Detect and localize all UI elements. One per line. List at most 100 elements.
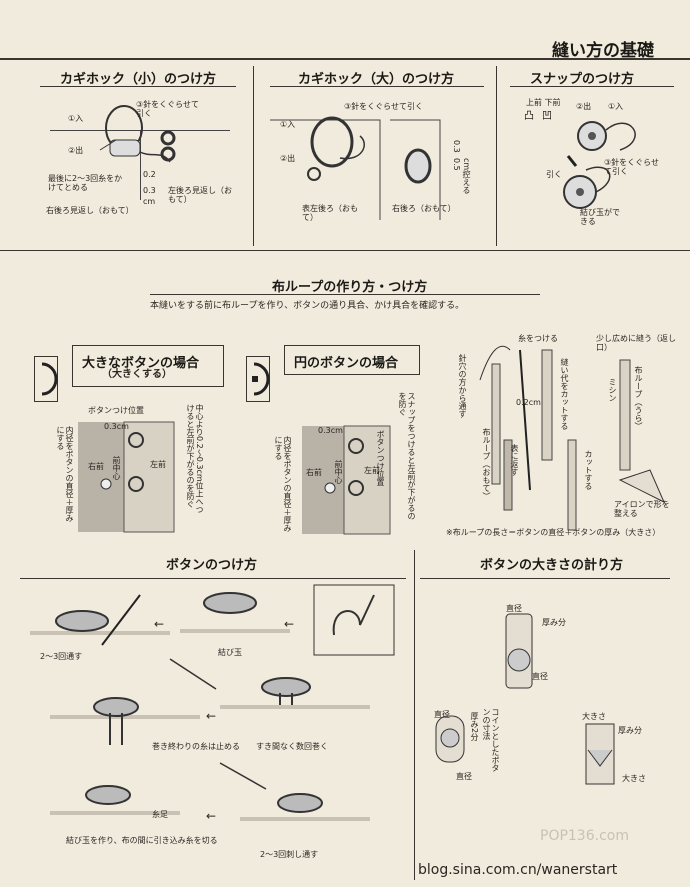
hook-large-dim2: 0.5 xyxy=(452,158,461,171)
pierce-label: 2〜3回刺し通す xyxy=(260,850,319,859)
watermark-blog: blog.sina.com.cn/wanerstart xyxy=(418,862,618,878)
hook-small-pass: ③針をくぐらせて引く xyxy=(136,100,200,118)
size-thickness-1: 厚み分 xyxy=(542,618,566,627)
title-underline xyxy=(150,294,540,295)
step-seam: 縫い代をカットする xyxy=(560,358,569,430)
hook-small-illustration xyxy=(50,105,230,200)
hook-small-dim1: 0.2 xyxy=(143,170,156,179)
arrow-left-3: ← xyxy=(206,709,217,723)
pass23-label: 2〜3回通す xyxy=(40,652,83,661)
big-sub: （大きくする） xyxy=(102,369,172,380)
snap-shape-b: 凹 xyxy=(542,111,552,122)
wind-label: すき間なく数回巻く xyxy=(256,742,328,751)
watermark-site: POP136.com xyxy=(540,828,629,844)
size-thickness-2: 厚み分 xyxy=(618,726,642,735)
step-machine: ミシン xyxy=(608,378,617,402)
section-divider xyxy=(20,578,406,579)
button-attach-illustration xyxy=(30,584,395,821)
step-cloth: 布ループ（うら） xyxy=(634,366,643,430)
loop-intro: 本縫いをする前に布ループを作り、ボタンの通り具合、かけ具合を確認する。 xyxy=(150,301,465,311)
arrow-left-4: ← xyxy=(206,809,217,823)
size-diameter-2: 直径 xyxy=(532,672,548,681)
big-dim: 0.3cm xyxy=(104,422,129,431)
step-needle: 針穴の方から通す xyxy=(458,354,467,418)
page-title: 縫い方の基礎 xyxy=(552,41,654,61)
size-diameter-1: 直径 xyxy=(506,604,522,613)
loop-title: 布ループの作り方・つけ方 xyxy=(272,280,428,295)
half-circle-icon xyxy=(41,362,58,396)
big-center-front: 前中心 xyxy=(112,456,121,480)
big-pos: ボタンつけ位置 xyxy=(88,406,144,415)
snap-in: ①入 xyxy=(608,102,624,111)
title-underline xyxy=(270,86,484,87)
hook-large-out: ②出 xyxy=(280,154,296,163)
arrow-left-1: ← xyxy=(154,617,165,631)
finish-label: 巻き終わりの糸は止める xyxy=(152,742,240,751)
snap-illustration xyxy=(563,121,636,209)
size-coin: コインとしたボタンの寸法 xyxy=(482,708,500,772)
round-loop-icon xyxy=(252,362,270,396)
snap-shape-a: 凸 xyxy=(524,111,534,122)
step-thread: 糸をつける xyxy=(518,334,558,343)
hook-large-dim-note: cm控える xyxy=(462,158,471,195)
round-note1: スナップをつけると左前が下がるのを防ぐ xyxy=(398,392,416,520)
round-note2: 内径をボタンの直径＋厚みにする xyxy=(274,436,292,532)
step-loop-front: 布ループ（おもて） xyxy=(482,428,491,500)
round-dim: 0.3cm xyxy=(318,426,343,435)
divider xyxy=(496,66,497,246)
snap-pull: 引く xyxy=(546,170,562,179)
title-underline xyxy=(40,86,236,87)
snap-labels: 上前 下前 xyxy=(526,98,561,107)
hook-large-dim1: 0.3 xyxy=(452,140,461,153)
knot-cut-label: 結び玉を作り、布の間に引き込み糸を切る xyxy=(66,836,218,845)
step-wide: 少し広めに縫う（返し口） xyxy=(596,334,676,352)
size-size-1: 大きさ xyxy=(582,712,606,721)
snap-knot: 結び玉ができる xyxy=(580,208,620,226)
title-underline xyxy=(510,86,674,87)
size-diameter-4: 直径 xyxy=(456,772,472,781)
size-diameter-3: 直径 xyxy=(434,710,450,719)
header-rule xyxy=(0,58,690,60)
hook-small-title: カギホック（小）のつけ方 xyxy=(60,72,217,87)
divider xyxy=(414,550,415,880)
round-right-front: 右前 xyxy=(306,468,322,477)
button-size-illustration xyxy=(435,613,615,785)
step-iron: アイロンで形を整える xyxy=(614,500,670,518)
big-title: 大きなボタンの場合 xyxy=(82,356,200,371)
hook-large-title: カギホック（大）のつけ方 xyxy=(298,72,455,87)
hook-large-in: ①入 xyxy=(280,120,296,129)
hook-small-right-back: 右後ろ見返し（おもて） xyxy=(46,206,134,215)
button-size-title: ボタンの大きさの計り方 xyxy=(480,558,624,573)
big-note2: 内径をボタンの直径＋厚みにする xyxy=(56,426,74,522)
big-right-front: 右前 xyxy=(88,462,104,471)
snap-pass: ③針をくぐらせて引く xyxy=(604,158,660,176)
size-thick2: 厚み2分 xyxy=(470,712,479,742)
arrow-left-2: ← xyxy=(284,617,295,631)
hook-large-illustration xyxy=(270,116,441,220)
shank-label: 糸足 xyxy=(152,810,168,819)
hook-small-unit: cm xyxy=(143,197,156,206)
section-divider xyxy=(420,578,670,579)
button-attach-title: ボタンのつけ方 xyxy=(166,558,258,573)
step-turn: 表に返す xyxy=(510,444,519,476)
hook-small-in: ①入 xyxy=(68,114,84,123)
size-size-2: 大きさ xyxy=(622,774,646,783)
loop-formula: ※布ループの長さ＝ボタンの直径＋ボタンの厚み（大きさ） xyxy=(446,528,661,537)
step-cut: カットする xyxy=(584,450,593,490)
step-width: 0.2cm xyxy=(516,398,541,407)
hook-small-dim2: 0.3 xyxy=(143,186,156,195)
hook-small-out: ②出 xyxy=(68,146,84,155)
round-button-fabric xyxy=(302,425,391,535)
hook-large-left-back: 表左後ろ（おもて） xyxy=(302,204,358,222)
hook-large-right-back: 右後ろ（おもて） xyxy=(392,204,456,213)
round-left-front: 左前 xyxy=(364,466,380,475)
round-pos: ボタンつけ位置 xyxy=(376,430,385,486)
round-center-front: 前中心 xyxy=(334,460,343,484)
big-left-front: 左前 xyxy=(150,460,166,469)
big-note1: 中心より0.2〜0.3cm位上へつけると左前が下がるのを防ぐ xyxy=(186,404,204,514)
snap-out: ②出 xyxy=(576,102,592,111)
round-title-box xyxy=(284,345,420,375)
section-divider xyxy=(0,250,690,251)
hook-small-left-back: 左後ろ見返し（おもて） xyxy=(168,186,232,204)
round-title: 円のボタンの場合 xyxy=(294,356,399,371)
